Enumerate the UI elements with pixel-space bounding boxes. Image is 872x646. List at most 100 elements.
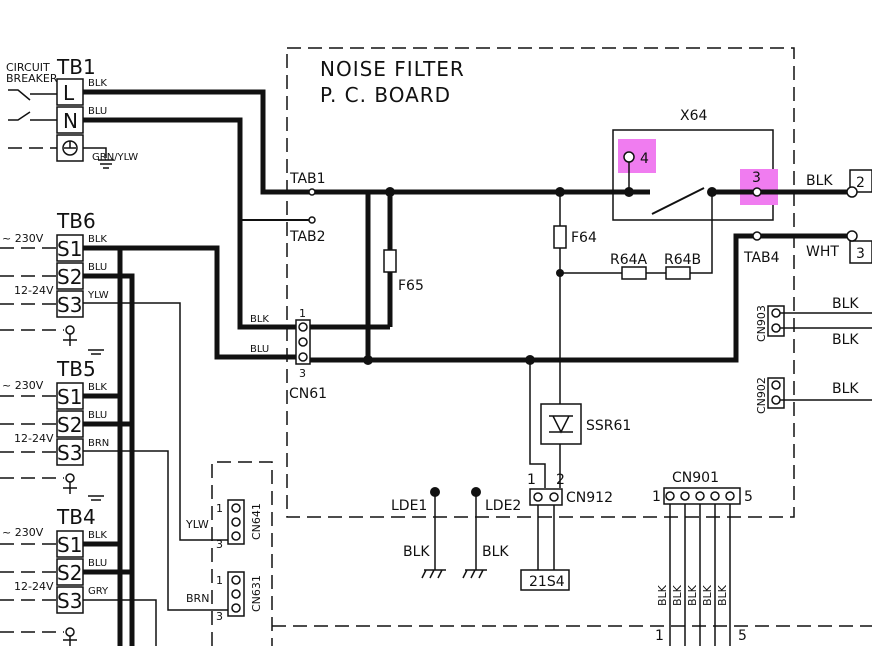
cn61-pin3: 3 bbox=[299, 367, 306, 380]
cn901-pin1: 1 bbox=[652, 489, 661, 505]
cn631-pin3: 3 bbox=[216, 610, 223, 623]
f64-branch: F64 R64A R64B bbox=[553, 187, 713, 404]
line-n-wire bbox=[83, 119, 310, 221]
cn61-pin1: 1 bbox=[299, 307, 306, 320]
lde1-blk: BLK bbox=[403, 544, 430, 560]
tb1-label: TB1 bbox=[56, 55, 96, 79]
breaker-label-1: CIRCUIT bbox=[6, 61, 50, 74]
neutral-bus bbox=[310, 233, 852, 363]
r64a-resistor bbox=[621, 266, 647, 280]
tb5-ground-icon bbox=[65, 473, 75, 483]
tb4-s2: S2 bbox=[57, 561, 82, 585]
tb5-label: TB5 bbox=[56, 357, 96, 381]
tb4-voltage: ~ 230V bbox=[2, 526, 44, 539]
cn631-brn-wire: BRN bbox=[186, 592, 209, 605]
tb4-s3: S3 bbox=[57, 589, 82, 613]
tb1-wire-grn-ylw: GRN/YLW bbox=[92, 152, 138, 163]
cn912-connector: 1 2 CN912 21S4 bbox=[520, 472, 613, 591]
tb6-label: TB6 bbox=[56, 209, 96, 233]
ssr61-relay: SSR61 bbox=[529, 360, 631, 488]
wht-wire-label: WHT bbox=[806, 244, 839, 260]
tb1-block: TB1 CIRCUIT BREAKER L N BLK BLU GRN/YLW bbox=[6, 55, 138, 169]
x64-relay: X64 4 3 bbox=[612, 108, 852, 221]
x64-pin4: 4 bbox=[640, 151, 649, 167]
tb4-wire-blk: BLK bbox=[88, 530, 107, 541]
board-title-line2: P. C. BOARD bbox=[320, 83, 451, 107]
lde1-earth: LDE1 BLK bbox=[391, 487, 446, 579]
tb4-ground-icon bbox=[65, 627, 75, 637]
breaker-label-2: BREAKER bbox=[6, 72, 58, 85]
tb5-wire-blu: BLU bbox=[88, 410, 107, 421]
lde2-label: LDE2 bbox=[485, 498, 521, 514]
lde2-earth: LDE2 BLK bbox=[462, 487, 521, 579]
tb4-wire-blu: BLU bbox=[88, 558, 107, 569]
cn901-label: CN901 bbox=[672, 470, 719, 486]
tb6-low-voltage: 12-24V bbox=[14, 284, 54, 297]
tb5-s1: S1 bbox=[57, 385, 82, 409]
cn912-label: CN912 bbox=[566, 490, 613, 506]
tab2-label: TAB2 bbox=[289, 229, 326, 245]
cn903-connector: CN903 BLK BLK bbox=[755, 296, 872, 348]
tb5-wire-blk: BLK bbox=[88, 382, 107, 393]
cn903-label: CN903 bbox=[755, 305, 768, 342]
tb4-block: TB4 S1 S2 S3 ~ 230V 12-24V BLK BLU GRY bbox=[0, 505, 157, 646]
breaker-switch-icon bbox=[8, 111, 57, 121]
f65-fuse: F65 bbox=[383, 187, 424, 327]
cn901-wire-2: BLK bbox=[671, 584, 684, 606]
tb1-terminal-n bbox=[56, 106, 84, 134]
tb1-wire-blu: BLU bbox=[88, 106, 107, 117]
tab4-label: TAB4 bbox=[743, 250, 780, 266]
cn61-blk-wire: BLK bbox=[250, 314, 269, 325]
tb5-voltage: ~ 230V bbox=[2, 379, 44, 392]
tab1-label: TAB1 bbox=[289, 171, 326, 187]
right-terminal-3: 3 bbox=[856, 246, 865, 262]
cn903-blk-1: BLK bbox=[832, 296, 859, 312]
tb6-wire-ylw: YLW bbox=[87, 290, 109, 301]
lde2-blk: BLK bbox=[482, 544, 509, 560]
tb4-wire-gry: GRY bbox=[88, 586, 109, 597]
ssr61-label: SSR61 bbox=[586, 418, 631, 434]
tb6-s3: S3 bbox=[57, 293, 82, 317]
lde1-label: LDE1 bbox=[391, 498, 427, 514]
tb5-block: TB5 S1 S2 S3 ~ 230V 12-24V BLK BLU BRN bbox=[0, 357, 109, 501]
board-outline bbox=[286, 47, 795, 518]
tb5-s2: S2 bbox=[57, 413, 82, 437]
cn901-bottom-pin5: 5 bbox=[738, 628, 747, 644]
cn901-pin5: 5 bbox=[744, 489, 753, 505]
tb6-ground-icon bbox=[65, 325, 75, 335]
cn902-connector: CN902 BLK bbox=[755, 377, 872, 414]
cn902-label: CN902 bbox=[755, 377, 768, 414]
cn901-connector: CN901 1 5 BLK BLK BLK BLK BLK 1 5 bbox=[272, 470, 872, 646]
line-l-wire bbox=[83, 89, 650, 195]
tb-bus-wires bbox=[83, 245, 135, 646]
f64-label: F64 bbox=[571, 230, 597, 246]
tb6-block: TB6 S1 S2 S3 ~ 230V 12-24V BLK BLU YLW bbox=[0, 209, 109, 355]
x64-label: X64 bbox=[680, 108, 707, 124]
r64a-label: R64A bbox=[610, 252, 648, 268]
tb1-wire-blk: BLK bbox=[88, 78, 107, 89]
part-21s4: 21S4 bbox=[529, 574, 565, 590]
tb6-wire-blu: BLU bbox=[88, 262, 107, 273]
cn631-pin1: 1 bbox=[216, 574, 223, 587]
blk-out-label: BLK bbox=[806, 173, 833, 189]
cn61-connector: 1 3 CN61 BLK BLU bbox=[83, 220, 390, 402]
board-title-line1: NOISE FILTER bbox=[320, 57, 465, 81]
tb5-wire-brn: BRN bbox=[88, 438, 109, 449]
tb5-s3: S3 bbox=[57, 441, 82, 465]
tb4-s1: S1 bbox=[57, 533, 82, 557]
cn61-blu-wire: BLU bbox=[250, 344, 269, 355]
tb4-low-voltage: 12-24V bbox=[14, 580, 54, 593]
noise-filter-board: NOISE FILTER P. C. BOARD bbox=[286, 47, 795, 518]
tb5-low-voltage: 12-24V bbox=[14, 432, 54, 445]
cn901-wire-1: BLK bbox=[656, 584, 669, 606]
f65-label: F65 bbox=[398, 278, 424, 294]
r64b-label: R64B bbox=[664, 252, 701, 268]
main-power-wires bbox=[83, 89, 650, 221]
tb6-s1: S1 bbox=[57, 237, 82, 261]
cn641-pin1: 1 bbox=[216, 502, 223, 515]
x64-pin3: 3 bbox=[752, 170, 761, 186]
cn641-ylw-wire: YLW bbox=[185, 518, 209, 531]
cn901-wire-4: BLK bbox=[701, 584, 714, 606]
tb6-voltage: ~ 230V bbox=[2, 232, 44, 245]
